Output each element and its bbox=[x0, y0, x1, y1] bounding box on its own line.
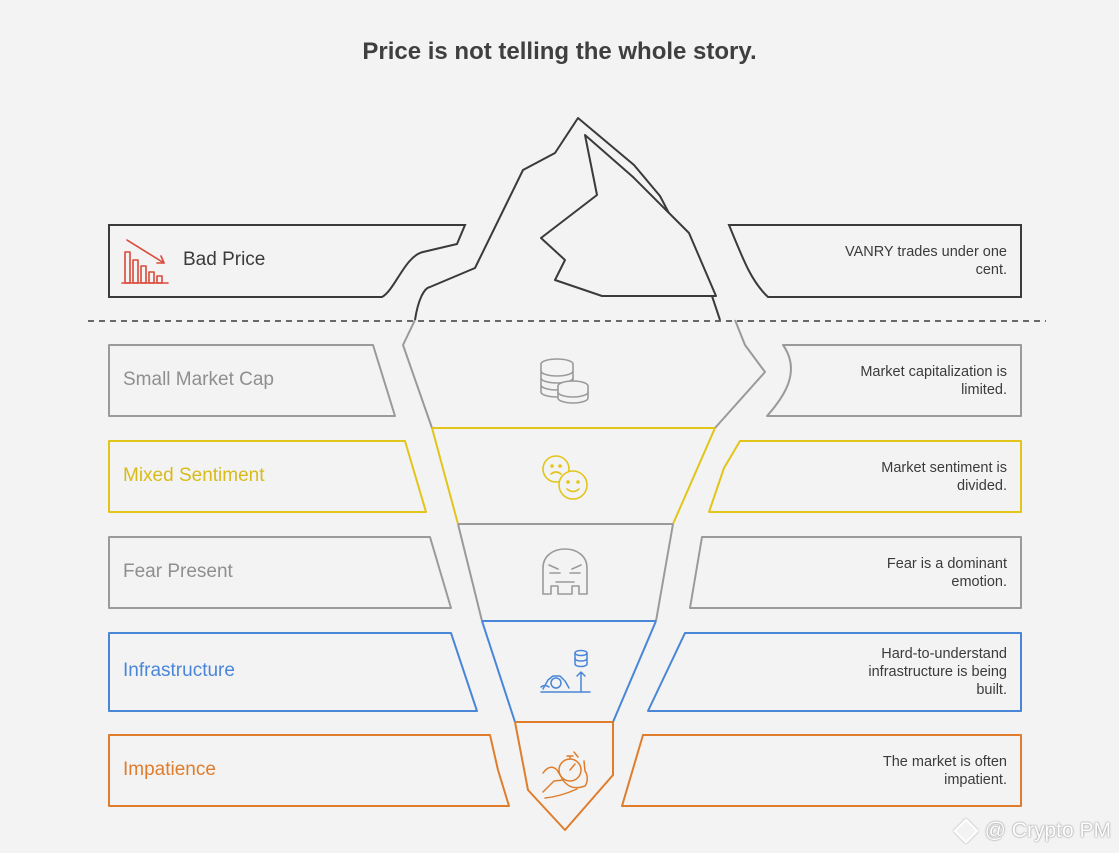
tip-right-box bbox=[727, 224, 1022, 298]
fear-present-right-box bbox=[689, 536, 1022, 609]
tip-description: VANRY trades under one cent. bbox=[807, 243, 1007, 279]
impatience-right-box bbox=[621, 734, 1022, 807]
stopwatch-hand-icon bbox=[542, 751, 588, 799]
infrastructure-right-box bbox=[647, 632, 1022, 712]
coin-stack-icon bbox=[540, 358, 589, 404]
mixed-sentiment-left-box bbox=[108, 440, 427, 513]
description-line: impatient. bbox=[944, 772, 1007, 788]
description-line: limited. bbox=[961, 382, 1007, 398]
description-line: infrastructure is being bbox=[868, 664, 1007, 680]
iceberg-tip bbox=[414, 117, 721, 321]
description-line: Fear is a dominant bbox=[886, 556, 1007, 572]
watermark: @ Crypto PM bbox=[952, 818, 1111, 845]
description-line: divided. bbox=[957, 478, 1007, 494]
tip-left-box bbox=[108, 224, 467, 298]
price-down-chart-icon bbox=[121, 239, 169, 284]
small-market-cap-label: Small Market Cap bbox=[123, 369, 274, 390]
tip-label: Bad Price bbox=[183, 249, 266, 270]
tip-description-line: cent. bbox=[975, 262, 1007, 278]
fear-present-left-box bbox=[108, 536, 452, 609]
small-market-cap-left-box bbox=[108, 344, 396, 417]
description-line: Market capitalization is bbox=[860, 364, 1007, 380]
description-line: The market is often bbox=[882, 754, 1007, 770]
impatience-description: The market is often impatient. bbox=[807, 753, 1007, 789]
infrastructure-left-box bbox=[108, 632, 478, 712]
small-market-cap-right-box bbox=[766, 344, 1022, 417]
fear-present-label: Fear Present bbox=[123, 561, 233, 582]
infrastructure-build-icon bbox=[540, 649, 591, 693]
infrastructure-description: Hard-to-understand infrastructure is bei… bbox=[807, 645, 1007, 699]
description-line: emotion. bbox=[951, 574, 1007, 590]
description-line: built. bbox=[976, 682, 1007, 698]
description-line: Market sentiment is bbox=[881, 460, 1007, 476]
impatience-label: Impatience bbox=[123, 759, 216, 780]
mixed-sentiment-right-box bbox=[708, 440, 1022, 513]
watermark-text: @ Crypto PM bbox=[984, 819, 1111, 842]
description-line: Hard-to-understand bbox=[881, 646, 1007, 662]
mixed-faces-icon bbox=[542, 455, 588, 500]
diagram-title: Price is not telling the whole story. bbox=[362, 38, 757, 65]
layer-boxes bbox=[108, 344, 1022, 807]
fear-present-description: Fear is a dominant emotion. bbox=[807, 555, 1007, 591]
mixed-sentiment-description: Market sentiment is divided. bbox=[807, 459, 1007, 495]
fear-face-icon bbox=[542, 548, 588, 595]
small-market-cap-description: Market capitalization is limited. bbox=[807, 363, 1007, 399]
impatience-left-box bbox=[108, 734, 510, 807]
mixed-sentiment-label: Mixed Sentiment bbox=[123, 465, 265, 486]
diamond-logo-icon bbox=[952, 818, 979, 845]
infrastructure-label: Infrastructure bbox=[123, 660, 235, 681]
iceberg-underwater bbox=[402, 319, 766, 831]
tip-description-line: VANRY trades under one bbox=[844, 244, 1007, 260]
